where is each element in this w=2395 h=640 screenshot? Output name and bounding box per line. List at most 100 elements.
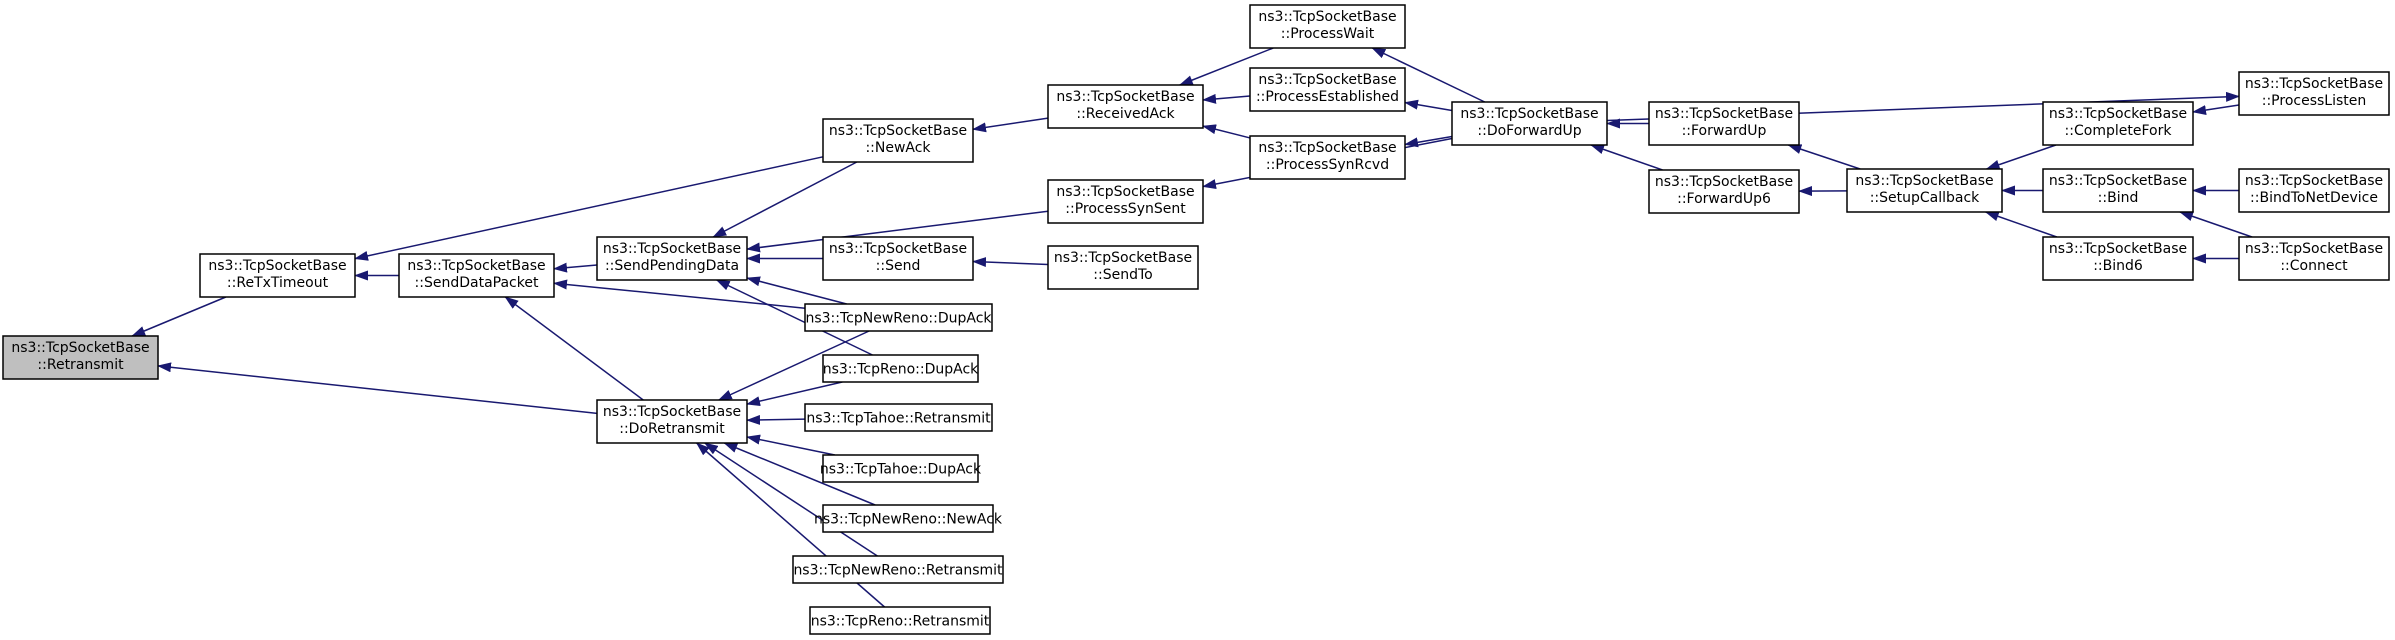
- node-label-line: ::SendTo: [1093, 267, 1152, 283]
- node-label-line: ::ProcessWait: [1281, 26, 1375, 42]
- node-label-line: ns3::TcpReno::DupAck: [823, 362, 979, 378]
- node-senddatapacket[interactable]: ns3::TcpSocketBase::SendDataPacket: [398, 253, 555, 298]
- node-box: [822, 118, 974, 163]
- node-label-line: ns3::TcpSocketBase: [2245, 76, 2383, 92]
- node-reno_retransmit[interactable]: ns3::TcpReno::Retransmit: [809, 606, 991, 635]
- node-label-line: ns3::TcpNewReno::DupAck: [805, 311, 992, 327]
- node-label-line: ::ProcessEstablished: [1256, 89, 1399, 105]
- node-label-line: ns3::TcpSocketBase: [2049, 241, 2187, 257]
- node-send[interactable]: ns3::TcpSocketBase::Send: [822, 236, 974, 281]
- node-reno_dupack[interactable]: ns3::TcpReno::DupAck: [822, 354, 979, 383]
- node-completefork[interactable]: ns3::TcpSocketBase::CompleteFork: [2042, 101, 2194, 146]
- node-newreno_newack[interactable]: ns3::TcpNewReno::NewAck: [814, 504, 1003, 533]
- node-box: [2238, 236, 2390, 281]
- edge-doretransmit-to-retransmit: [157, 362, 598, 415]
- node-box: [1047, 179, 1204, 224]
- node-label-line: ::DoForwardUp: [1477, 123, 1581, 139]
- edge-processestablished-to-receivedack: [1202, 93, 1251, 104]
- node-newack[interactable]: ns3::TcpSocketBase::NewAck: [822, 118, 974, 163]
- node-processlisten[interactable]: ns3::TcpSocketBase::ProcessListen: [2238, 71, 2390, 116]
- node-label-line: ns3::TcpSocketBase: [2049, 106, 2187, 122]
- node-newreno_dupack[interactable]: ns3::TcpNewReno::DupAck: [804, 303, 993, 332]
- node-label-line: ns3::TcpTahoe::DupAck: [820, 462, 982, 478]
- node-retxtimeout[interactable]: ns3::TcpSocketBase::ReTxTimeout: [199, 253, 356, 298]
- edge-doforwardup-to-processsynrcvd: [1404, 135, 1453, 148]
- edge-tahoe_dupack-to-doretransmit: [746, 434, 836, 456]
- node-retransmit[interactable]: ns3::TcpSocketBase::Retransmit: [2, 335, 159, 380]
- node-label-line: ::ReTxTimeout: [227, 275, 329, 291]
- edge-forwardup6-to-doforwardup: [1590, 144, 1663, 171]
- node-label-line: ::Send: [876, 258, 921, 274]
- node-box: [1249, 67, 1406, 112]
- node-label-line: ns3::TcpNewReno::NewAck: [814, 512, 1003, 528]
- edge-sendto-to-send: [972, 257, 1049, 268]
- node-forwardup6[interactable]: ns3::TcpSocketBase::ForwardUp6: [1648, 169, 1800, 214]
- node-sendto[interactable]: ns3::TcpSocketBase::SendTo: [1047, 245, 1199, 290]
- nodes-layer: ns3::TcpSocketBase::Retransmitns3::TcpSo…: [2, 4, 2390, 635]
- node-box: [792, 555, 1004, 584]
- node-box: [199, 253, 356, 298]
- node-label-line: ns3::TcpSocketBase: [1258, 72, 1396, 88]
- edge-completefork-to-setupcallback: [1985, 144, 2057, 170]
- node-label-line: ns3::TcpSocketBase: [1258, 140, 1396, 156]
- node-newreno_retransmit[interactable]: ns3::TcpNewReno::Retransmit: [792, 555, 1004, 584]
- node-processwait[interactable]: ns3::TcpSocketBase::ProcessWait: [1249, 4, 1406, 49]
- edges-layer: [131, 47, 2253, 608]
- node-box: [2042, 236, 2194, 281]
- edge-newack-to-retxtimeout: [354, 156, 824, 261]
- node-box: [822, 504, 994, 533]
- node-box: [1451, 101, 1608, 146]
- node-label-line: ns3::TcpSocketBase: [1460, 106, 1598, 122]
- node-setupcallback[interactable]: ns3::TcpSocketBase::SetupCallback: [1846, 168, 2003, 213]
- node-label-line: ::ProcessListen: [2262, 93, 2367, 109]
- node-tahoe_retransmit[interactable]: ns3::TcpTahoe::Retransmit: [804, 403, 993, 432]
- edge-newreno_newack-to-doretransmit: [723, 442, 876, 506]
- edge-sendpendingdata-to-senddatapacket: [553, 262, 598, 273]
- node-box: [804, 303, 993, 332]
- node-label-line: ::ReceivedAck: [1076, 106, 1175, 122]
- node-bindtonetdevice[interactable]: ns3::TcpSocketBase::BindToNetDevice: [2238, 168, 2390, 213]
- node-label-line: ns3::TcpSocketBase: [1054, 250, 1192, 266]
- node-bind6[interactable]: ns3::TcpSocketBase::Bind6: [2042, 236, 2194, 281]
- node-label-line: ::ProcessSynRcvd: [1266, 157, 1389, 173]
- node-label-line: ::ProcessSynSent: [1065, 201, 1186, 217]
- edge-processsynrcvd-to-receivedack: [1202, 124, 1251, 139]
- node-box: [596, 399, 748, 444]
- edge-connect-to-bind: [2179, 211, 2253, 238]
- node-doretransmit[interactable]: ns3::TcpSocketBase::DoRetransmit: [596, 399, 748, 444]
- edge-newreno_retransmit-to-doretransmit: [703, 442, 878, 557]
- edge-tahoe_retransmit-to-doretransmit: [746, 414, 806, 425]
- node-processsynrcvd[interactable]: ns3::TcpSocketBase::ProcessSynRcvd: [1249, 135, 1406, 180]
- node-label-line: ns3::TcpSocketBase: [11, 340, 149, 356]
- node-box: [398, 253, 555, 298]
- node-connect[interactable]: ns3::TcpSocketBase::Connect: [2238, 236, 2390, 281]
- node-forwardup[interactable]: ns3::TcpSocketBase::ForwardUp: [1648, 101, 1800, 146]
- edge-receivedack-to-newack: [972, 117, 1049, 133]
- node-doforwardup[interactable]: ns3::TcpSocketBase::DoForwardUp: [1451, 101, 1608, 146]
- node-box: [1846, 168, 2003, 213]
- edge-newreno_dupack-to-sendpendingdata: [746, 276, 847, 305]
- node-sendpendingdata[interactable]: ns3::TcpSocketBase::SendPendingData: [596, 236, 748, 281]
- node-label-line: ::Bind: [2098, 190, 2139, 206]
- node-processsynsent[interactable]: ns3::TcpSocketBase::ProcessSynSent: [1047, 179, 1204, 224]
- node-bind[interactable]: ns3::TcpSocketBase::Bind: [2042, 168, 2194, 213]
- node-label-line: ::ForwardUp: [1682, 123, 1767, 139]
- edge-reno_dupack-to-doretransmit: [746, 381, 843, 407]
- node-label-line: ns3::TcpSocketBase: [1258, 9, 1396, 25]
- node-box: [1047, 84, 1204, 129]
- edge-reno_dupack-to-sendpendingdata: [715, 279, 873, 356]
- node-receivedack[interactable]: ns3::TcpSocketBase::ReceivedAck: [1047, 84, 1204, 129]
- edge-processwait-to-receivedack: [1178, 47, 1274, 86]
- node-label-line: ns3::TcpSocketBase: [829, 241, 967, 257]
- node-box: [2042, 168, 2194, 213]
- node-label-line: ::Connect: [2280, 258, 2348, 274]
- edge-retxtimeout-to-retransmit: [131, 296, 227, 337]
- node-processestablished[interactable]: ns3::TcpSocketBase::ProcessEstablished: [1249, 67, 1406, 112]
- node-box: [809, 606, 991, 635]
- node-box: [804, 403, 993, 432]
- node-label-line: ::SendPendingData: [605, 258, 739, 274]
- node-tahoe_dupack[interactable]: ns3::TcpTahoe::DupAck: [820, 454, 982, 483]
- edge-newreno_dupack-to-doretransmit: [717, 330, 870, 401]
- node-label-line: ::SendDataPacket: [415, 275, 539, 291]
